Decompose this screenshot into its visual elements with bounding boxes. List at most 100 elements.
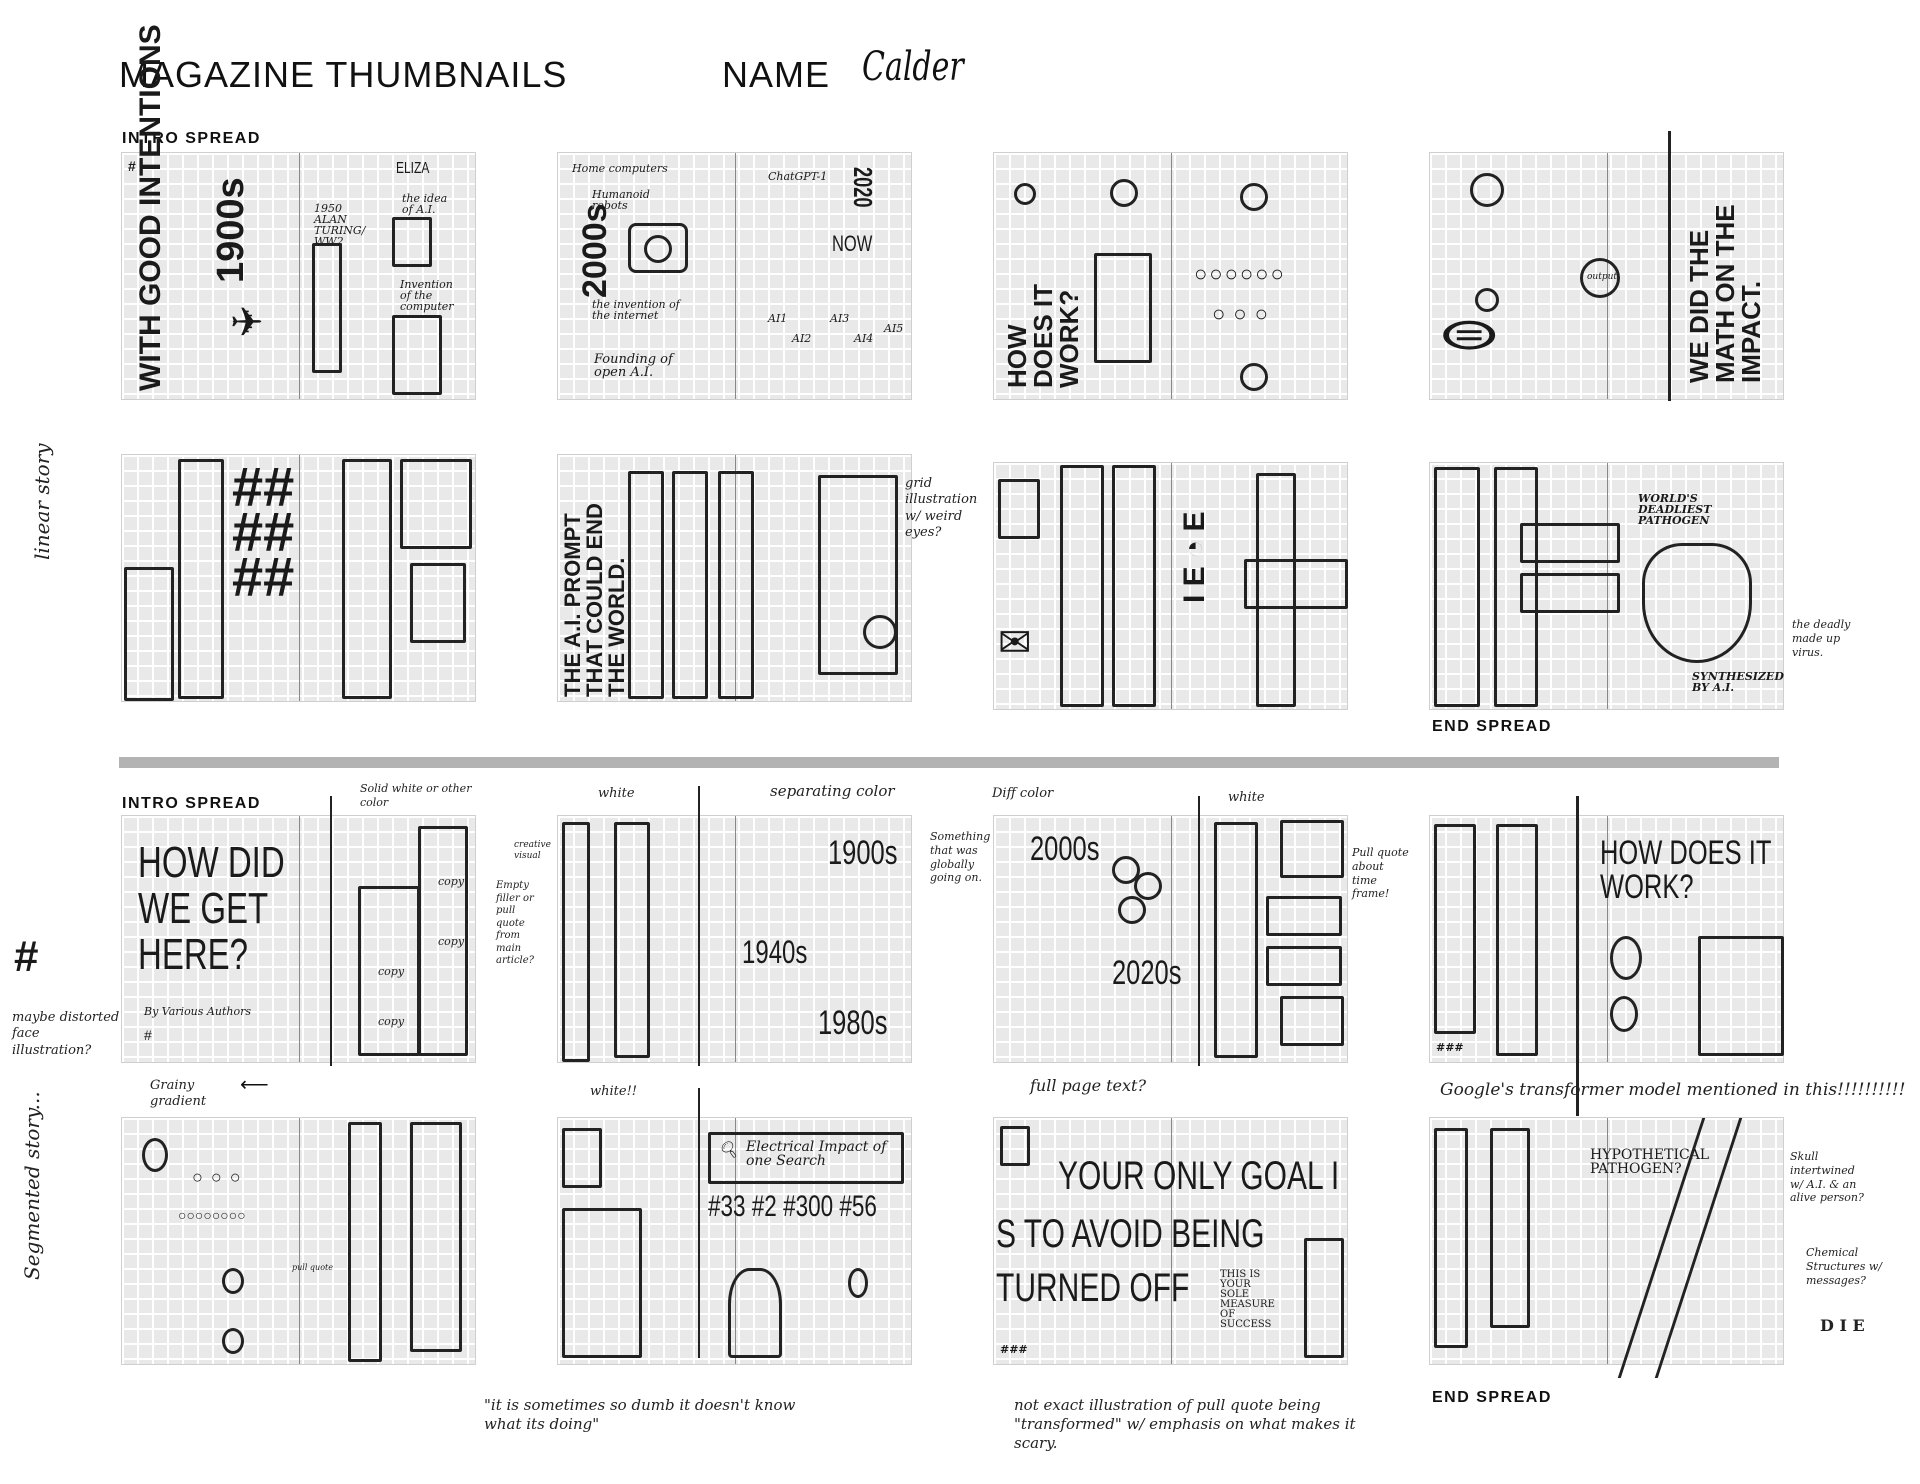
page-number: # <box>128 158 136 174</box>
annotation: Pull quote about time frame! <box>1352 846 1409 901</box>
year-label: 2020s <box>1112 954 1182 992</box>
node-circle <box>1014 183 1036 205</box>
thumbnail-r1-p2: Home computers Humanoid robots 2000s the… <box>557 152 912 400</box>
thumbnail-r2-p1: ###### <box>121 454 476 702</box>
annotation: Google's transformer model mentioned in … <box>1440 1080 1906 1100</box>
circle-sketch <box>1118 896 1146 924</box>
text-column <box>718 471 754 699</box>
annotation: creative visual <box>514 840 551 862</box>
text-block <box>1520 573 1620 613</box>
thumbnail-r1-p3: HOW DOES IT WORK? ○○○○○○ ○○○ <box>993 152 1348 400</box>
pull-quote-line: S TO AVOID BEING <box>996 1212 1265 1256</box>
text-block <box>562 1128 602 1188</box>
year-label: 1940s <box>742 934 808 970</box>
pathogen-title: WORLD'S DEADLIEST PATHOGEN <box>1638 492 1712 527</box>
page-number: ### <box>1436 1041 1464 1054</box>
node-circle <box>1110 179 1138 207</box>
face-illustration-sketch: # <box>14 932 39 981</box>
text-block <box>1266 946 1342 986</box>
thumbnail-r2-p2: THE A.I. PROMPT THAT COULD END THE WORLD… <box>557 454 912 702</box>
now-label: NOW <box>832 231 873 256</box>
page-number: # <box>144 1027 152 1043</box>
page-number: ### <box>1000 1343 1028 1356</box>
airplane-icon: ✈ <box>230 301 264 345</box>
headline: WE DID THE MATH ON THE IMPACT. <box>1684 204 1766 383</box>
search-box <box>708 1132 904 1184</box>
side-note-segmented: Segmented story... <box>20 1091 44 1280</box>
image-placeholder <box>392 217 432 267</box>
ai-label: AI5 <box>884 322 904 335</box>
camera-sketch <box>628 223 688 273</box>
flask-sketch <box>728 1268 782 1358</box>
text-column <box>410 1122 462 1352</box>
search-icon: 🔍︎ <box>718 1140 739 1159</box>
die-label: D I E <box>1820 1316 1865 1335</box>
text-block <box>1698 936 1784 1056</box>
camera-lens <box>644 235 672 263</box>
copy-label: copy <box>378 1015 405 1028</box>
text-column <box>1434 1128 1468 1348</box>
copy-label: copy <box>438 875 465 888</box>
stats-label: #33 #2 #300 #56 <box>708 1190 877 1223</box>
annotation: separating color <box>770 782 895 800</box>
pull-quote-line: YOUR ONLY GOAL I <box>1058 1154 1340 1198</box>
node-circle <box>142 1138 168 1172</box>
idea-note: the idea of A.I. <box>402 192 448 216</box>
pathogen-title: HYPOTHETICAL PATHOGEN? <box>1590 1147 1710 1177</box>
page-divider <box>698 786 700 1066</box>
annotation: white <box>598 786 635 801</box>
annotation: not exact illustration of pull quote bei… <box>1014 1396 1356 1452</box>
annotation: Something that was globally going on. <box>930 830 991 885</box>
node-circle <box>222 1328 244 1354</box>
network-sketch: ○○○ <box>192 1167 249 1187</box>
virus-caption: SYNTHESIZED BY A.I. <box>1692 670 1784 694</box>
headline: THE A.I. PROMPT THAT COULD END THE WORLD… <box>560 503 629 697</box>
thumbnail-r3-p3: 2000s 2020s <box>993 796 1348 1066</box>
lamp-sketch <box>848 1268 868 1298</box>
text-column <box>1256 473 1296 707</box>
name-label: NAME <box>722 54 831 95</box>
year-label: 2000s <box>576 203 614 298</box>
thumbnail-r3-p2: 1900s 1940s 1980s <box>557 786 912 1066</box>
ai-label: AI1 <box>768 312 788 325</box>
year-label-2: 2020 <box>848 167 878 208</box>
year-label: 1980s <box>818 1004 888 1042</box>
intro-spread-label: INTRO SPREAD <box>122 795 261 812</box>
node-circle <box>1240 363 1268 391</box>
node-circle <box>222 1268 244 1294</box>
annotation: white!! <box>590 1084 638 1099</box>
annotation: Empty filler or pull quote from main art… <box>496 880 535 966</box>
text-column <box>1304 1238 1344 1358</box>
text-block <box>1244 559 1348 609</box>
text-block <box>1266 896 1342 936</box>
network-sketch: ○○○○○○ <box>1194 261 1286 286</box>
network-sketch: ○○○○○○○○ <box>178 1207 246 1223</box>
node-circle <box>1610 996 1638 1032</box>
network-sketch: ○○○ <box>1212 301 1276 326</box>
headline: HOW DOES IT WORK? <box>1002 283 1084 388</box>
home-computers-note: Home computers <box>572 162 668 175</box>
chart-icons: I E ◔ E <box>1178 511 1211 603</box>
annotation: Chemical Structures w/ messages? <box>1806 1246 1882 1287</box>
headline: HOW DID WE GET HERE? <box>138 838 285 980</box>
thumbnail-r2-p4: WORLD'S DEADLIEST PATHOGEN SYNTHESIZED B… <box>1429 462 1784 710</box>
node-circle <box>1610 936 1642 980</box>
annotation: Solid white or other color <box>360 782 472 809</box>
envelope-icon: ✉ <box>998 621 1032 665</box>
text-column <box>1214 822 1258 1058</box>
circle-sketch <box>1134 872 1162 900</box>
text-block <box>998 479 1040 539</box>
annotation: Grainy gradient <box>150 1078 207 1110</box>
text-column <box>1434 467 1480 707</box>
chatgpt-note: ChatGPT-1 <box>768 170 828 183</box>
thumbnail-r4-p2: 🔍︎ Electrical Impact of one Search #33 #… <box>557 1088 912 1365</box>
year-label: 1900s <box>210 177 252 283</box>
node-circle <box>1240 183 1268 211</box>
byline: By Various Authors <box>144 1005 251 1018</box>
text-column <box>392 315 442 395</box>
thumbnail-r4-p4: HYPOTHETICAL PATHOGEN? <box>1429 1117 1784 1378</box>
annotation: full page text? <box>1030 1076 1147 1095</box>
annotation: Diff color <box>992 786 1054 801</box>
text-column <box>178 459 224 699</box>
eye-sketch <box>863 615 897 649</box>
